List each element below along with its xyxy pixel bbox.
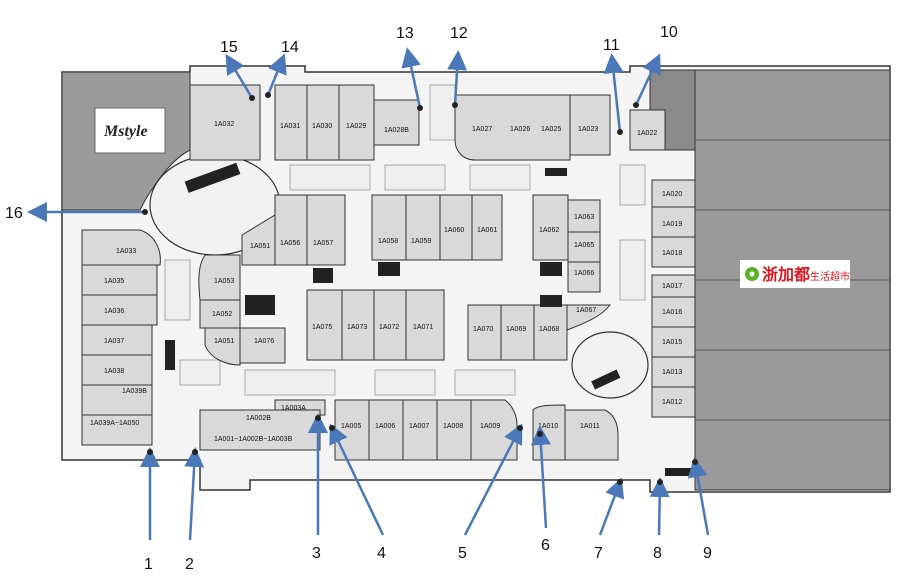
unit-label: 1A033 — [116, 248, 136, 255]
unit-label: 1A070 — [473, 326, 493, 333]
unit-label: 1A020 — [662, 191, 682, 198]
unit-label: 1A013 — [662, 369, 682, 376]
callout-number: 10 — [660, 24, 678, 41]
unit-label: 1A059 — [411, 238, 431, 245]
unit-label: 1A057 — [313, 240, 333, 247]
callout-number: 11 — [603, 37, 620, 54]
callout-number: 1 — [144, 556, 153, 573]
callout-number: 12 — [450, 25, 468, 42]
unit-label: 1A062 — [539, 227, 559, 234]
unit-label: 1A058 — [378, 238, 398, 245]
unit-label: 1A075 — [312, 324, 332, 331]
unit-label: 1A029 — [346, 123, 366, 130]
unit-label: 1A072 — [379, 324, 399, 331]
unit-label: 1A069 — [506, 326, 526, 333]
unit-label: 1A026 — [510, 126, 530, 133]
callout-number: 16 — [5, 205, 23, 222]
unit-label: 1A003A — [281, 405, 306, 412]
atrium-right — [571, 331, 649, 399]
callout-number: 5 — [458, 545, 467, 562]
callout-number: 6 — [541, 537, 550, 554]
callout-dots — [142, 92, 698, 485]
callout-arrows — [27, 47, 710, 541]
unit-label: 1A016 — [662, 309, 682, 316]
callout-number: 4 — [377, 545, 386, 562]
unit-label: 1A012 — [662, 399, 682, 406]
unit-label: 1A017 — [662, 283, 682, 290]
unit-label: 1A007 — [409, 423, 429, 430]
unit-blocks — [81, 84, 696, 461]
unit-label: 1A011 — [580, 423, 600, 430]
unit-label: 1A001~1A002B~1A003B — [214, 436, 293, 443]
unit-label: 1A031 — [280, 123, 300, 130]
unit-label: 1A071 — [413, 324, 433, 331]
callout-number: 8 — [653, 545, 662, 562]
unit-label: 1A056 — [280, 240, 300, 247]
unit-label: 1A018 — [662, 250, 682, 257]
unit-label: 1A060 — [444, 227, 464, 234]
unit-label: 1A068 — [539, 326, 559, 333]
unit-label: 1A076 — [254, 338, 274, 345]
escalator-right — [591, 369, 621, 390]
unit-label: 1A032 — [214, 121, 234, 128]
unit-label: 1A022 — [637, 130, 657, 137]
unit-label: 1A006 — [375, 423, 395, 430]
escalator-left — [184, 162, 241, 193]
callout-number: 14 — [281, 39, 299, 56]
unit-label: 1A066 — [574, 270, 594, 277]
unit-label: 1A039A~1A050 — [90, 420, 139, 427]
unit-label: 1A027 — [472, 126, 492, 133]
callout-number: 13 — [396, 25, 414, 42]
unit-label: 1A067 — [576, 307, 596, 314]
unit-label: 1A028B — [384, 127, 409, 134]
service-cores — [165, 168, 695, 476]
callout-numbers: 1 2 3 4 5 6 7 8 9 10 11 12 13 14 15 16 — [5, 24, 712, 573]
unit-label: 1A039B — [122, 388, 147, 395]
unit-label: 1A061 — [477, 227, 497, 234]
unit-label: 1A038 — [104, 368, 124, 375]
unit-label: 1A023 — [578, 126, 598, 133]
unit-label: 1A053 — [214, 278, 234, 285]
unit-label: 1A051 — [214, 338, 234, 345]
unit-label: 1A008 — [443, 423, 463, 430]
unit-label: 1A065 — [574, 242, 594, 249]
unit-label: 1A019 — [662, 221, 682, 228]
unit-label: 1A036 — [104, 308, 124, 315]
callout-number: 3 — [312, 545, 321, 562]
unit-label: 1A063 — [574, 214, 594, 221]
callout-number: 2 — [185, 556, 194, 573]
brand-logo-left: Mstyle — [103, 123, 148, 140]
unit-label: 1A030 — [312, 123, 332, 130]
unit-label: 1A005 — [341, 423, 361, 430]
brand-logo-box-left — [94, 107, 166, 154]
callout-number: 7 — [594, 545, 603, 562]
callout-number: 9 — [703, 545, 712, 562]
supermarket-name: 浙加都 — [762, 265, 810, 284]
unit-label: 1A035 — [104, 278, 124, 285]
unit-label: 1A037 — [104, 338, 124, 345]
unit-labels: 1A032 1A031 1A030 1A029 1A028B 1A027 1A0… — [90, 121, 682, 443]
unit-label: 1A052 — [212, 311, 232, 318]
walkway-islands — [164, 84, 646, 396]
unit-label: 1A015 — [662, 339, 682, 346]
unit-label: 1A010 — [538, 423, 558, 430]
unit-label: 1A073 — [347, 324, 367, 331]
unit-label: 1A002B — [246, 415, 271, 422]
supermarket-subtitle: 生活超市 — [810, 270, 850, 283]
supermarket-flower-icon — [745, 267, 759, 281]
unit-label: 1A025 — [541, 126, 561, 133]
unit-label: 1A051 — [250, 243, 270, 250]
unit-label: 1A009 — [480, 423, 500, 430]
callout-number: 15 — [220, 39, 238, 56]
